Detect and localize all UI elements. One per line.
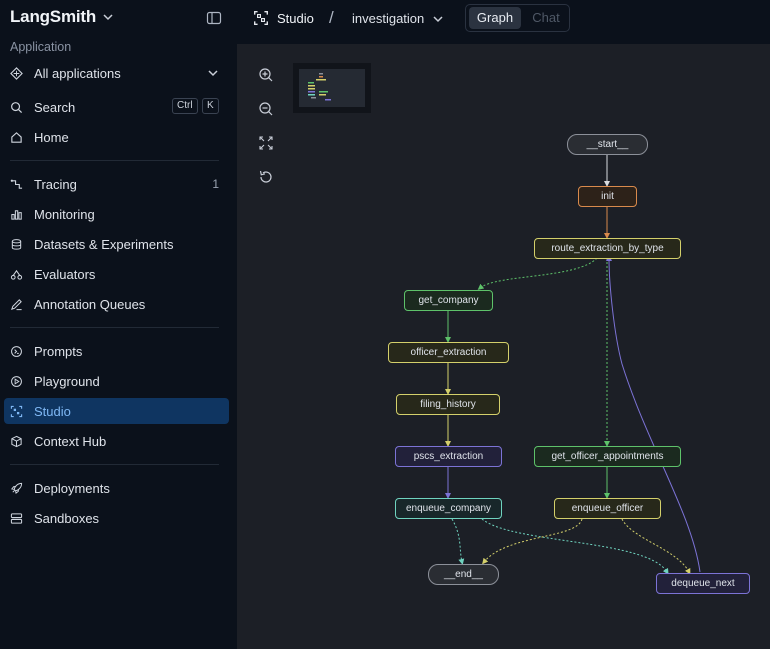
sidebar-item-label: Context Hub	[34, 433, 107, 449]
graph-edges	[445, 154, 701, 575]
edge-route-getcompany	[477, 257, 598, 290]
brand-name: LangSmith	[10, 7, 97, 26]
node-dequeue-next[interactable]: dequeue_next	[656, 573, 750, 594]
sidebar-item-label: Studio	[34, 403, 71, 419]
breadcrumb-separator: /	[329, 8, 334, 27]
home-icon	[10, 131, 23, 144]
sidebar-item-label: Search	[34, 99, 76, 115]
studio-icon	[254, 11, 268, 25]
edge-dequeue-route	[606, 255, 701, 573]
sidebar-item-sandboxes[interactable]: Sandboxes	[4, 505, 229, 531]
cube-icon	[10, 435, 23, 448]
sidebar-item-label: Tracing	[34, 176, 77, 192]
search-icon	[10, 101, 23, 114]
studio-breadcrumb[interactable]: Studio	[253, 10, 314, 26]
view-toggle: Graph Chat	[465, 4, 570, 32]
sidebar-item-label: Home	[34, 129, 69, 145]
apps-icon	[10, 66, 23, 80]
minimap-viewport	[299, 69, 365, 107]
section-label: Application	[10, 40, 72, 54]
node-start[interactable]: __start__	[567, 134, 648, 155]
pen-icon	[10, 298, 23, 311]
app-selector-label: All applications	[34, 65, 121, 81]
tab-graph[interactable]: Graph	[469, 7, 521, 29]
sidebar-toggle-icon[interactable]	[206, 10, 222, 26]
sidebar-item-label: Evaluators	[34, 266, 96, 282]
graph-name: investigation	[352, 11, 425, 26]
tab-chat[interactable]: Chat	[532, 10, 560, 25]
node-enqueue-officer[interactable]: enqueue_officer	[554, 498, 661, 519]
play-icon	[10, 375, 23, 388]
database-icon	[10, 238, 23, 251]
node-init[interactable]: init	[578, 186, 637, 207]
sidebar-item-evaluators[interactable]: Evaluators	[4, 261, 229, 287]
node-end[interactable]: __end__	[428, 564, 499, 585]
edge-enqueuecompany-end	[451, 518, 465, 565]
sidebar-item-playground[interactable]: Playground	[4, 368, 229, 394]
chevron-down-icon	[103, 14, 113, 21]
shortcut-k: K	[202, 98, 219, 114]
sidebar-item-monitoring[interactable]: Monitoring	[4, 201, 229, 227]
sidebar-item-studio[interactable]: Studio	[4, 398, 229, 424]
sidebar-item-deployments[interactable]: Deployments	[4, 475, 229, 501]
evaluators-icon	[10, 268, 23, 281]
sidebar-item-label: Playground	[34, 373, 100, 389]
minimap[interactable]	[293, 63, 371, 113]
brand-menu[interactable]: LangSmith	[10, 7, 114, 27]
sidebar: LangSmith Application All applications S…	[0, 0, 237, 649]
tracing-icon	[10, 178, 23, 191]
node-filing-history[interactable]: filing_history	[396, 394, 500, 415]
sidebar-item-prompts[interactable]: Prompts	[4, 338, 229, 364]
sidebar-item-label: Annotation Queues	[34, 296, 146, 312]
node-pscs-extraction[interactable]: pscs_extraction	[395, 446, 502, 467]
sidebar-item-tracing[interactable]: Tracing 1	[4, 171, 229, 197]
sidebar-item-context-hub[interactable]: Context Hub	[4, 428, 229, 454]
graph-selector[interactable]: investigation	[352, 11, 444, 26]
sidebar-item-label: Sandboxes	[34, 510, 100, 526]
edge-enqueueofficer-end	[482, 518, 583, 565]
sidebar-item-label: Datasets & Experiments	[34, 236, 174, 252]
reset-icon[interactable]	[257, 168, 275, 186]
node-enqueue-company[interactable]: enqueue_company	[395, 498, 502, 519]
sidebar-item-label: Monitoring	[34, 206, 95, 222]
edge-enqueuecompany-dequeue	[481, 518, 669, 575]
studio-label: Studio	[277, 10, 314, 26]
top-bar: Studio / investigation Graph Chat	[237, 0, 770, 44]
zoom-out-icon[interactable]	[257, 100, 275, 118]
sidebar-item-label: Deployments	[34, 480, 110, 496]
sandbox-icon	[10, 512, 23, 525]
chevron-down-icon	[208, 70, 218, 77]
node-route-extraction-by-type[interactable]: route_extraction_by_type	[534, 238, 681, 259]
monitoring-icon	[10, 208, 23, 221]
fit-view-icon[interactable]	[257, 134, 275, 152]
sidebar-item-home[interactable]: Home	[4, 124, 229, 150]
divider	[10, 160, 219, 161]
sidebar-item-datasets[interactable]: Datasets & Experiments	[4, 231, 229, 257]
node-get-company[interactable]: get_company	[404, 290, 493, 311]
tracing-count: 1	[212, 177, 219, 191]
edge-enqueueofficer-dequeue	[621, 518, 691, 575]
node-get-officer-appointments[interactable]: get_officer_appointments	[534, 446, 681, 467]
app-selector[interactable]: All applications	[4, 60, 229, 86]
prompts-icon	[10, 345, 23, 358]
rocket-icon	[10, 482, 23, 495]
zoom-in-icon[interactable]	[257, 66, 275, 84]
shortcut-ctrl: Ctrl	[172, 98, 198, 114]
divider	[10, 327, 219, 328]
studio-icon	[10, 405, 23, 418]
node-officer-extraction[interactable]: officer_extraction	[388, 342, 509, 363]
divider	[10, 464, 219, 465]
chevron-down-icon	[433, 15, 443, 22]
sidebar-item-label: Prompts	[34, 343, 83, 359]
sidebar-item-search[interactable]: Search	[4, 94, 229, 120]
graph-canvas[interactable]: __start__ init route_extraction_by_type …	[237, 44, 770, 649]
sidebar-item-annotation-queues[interactable]: Annotation Queues	[4, 291, 229, 317]
